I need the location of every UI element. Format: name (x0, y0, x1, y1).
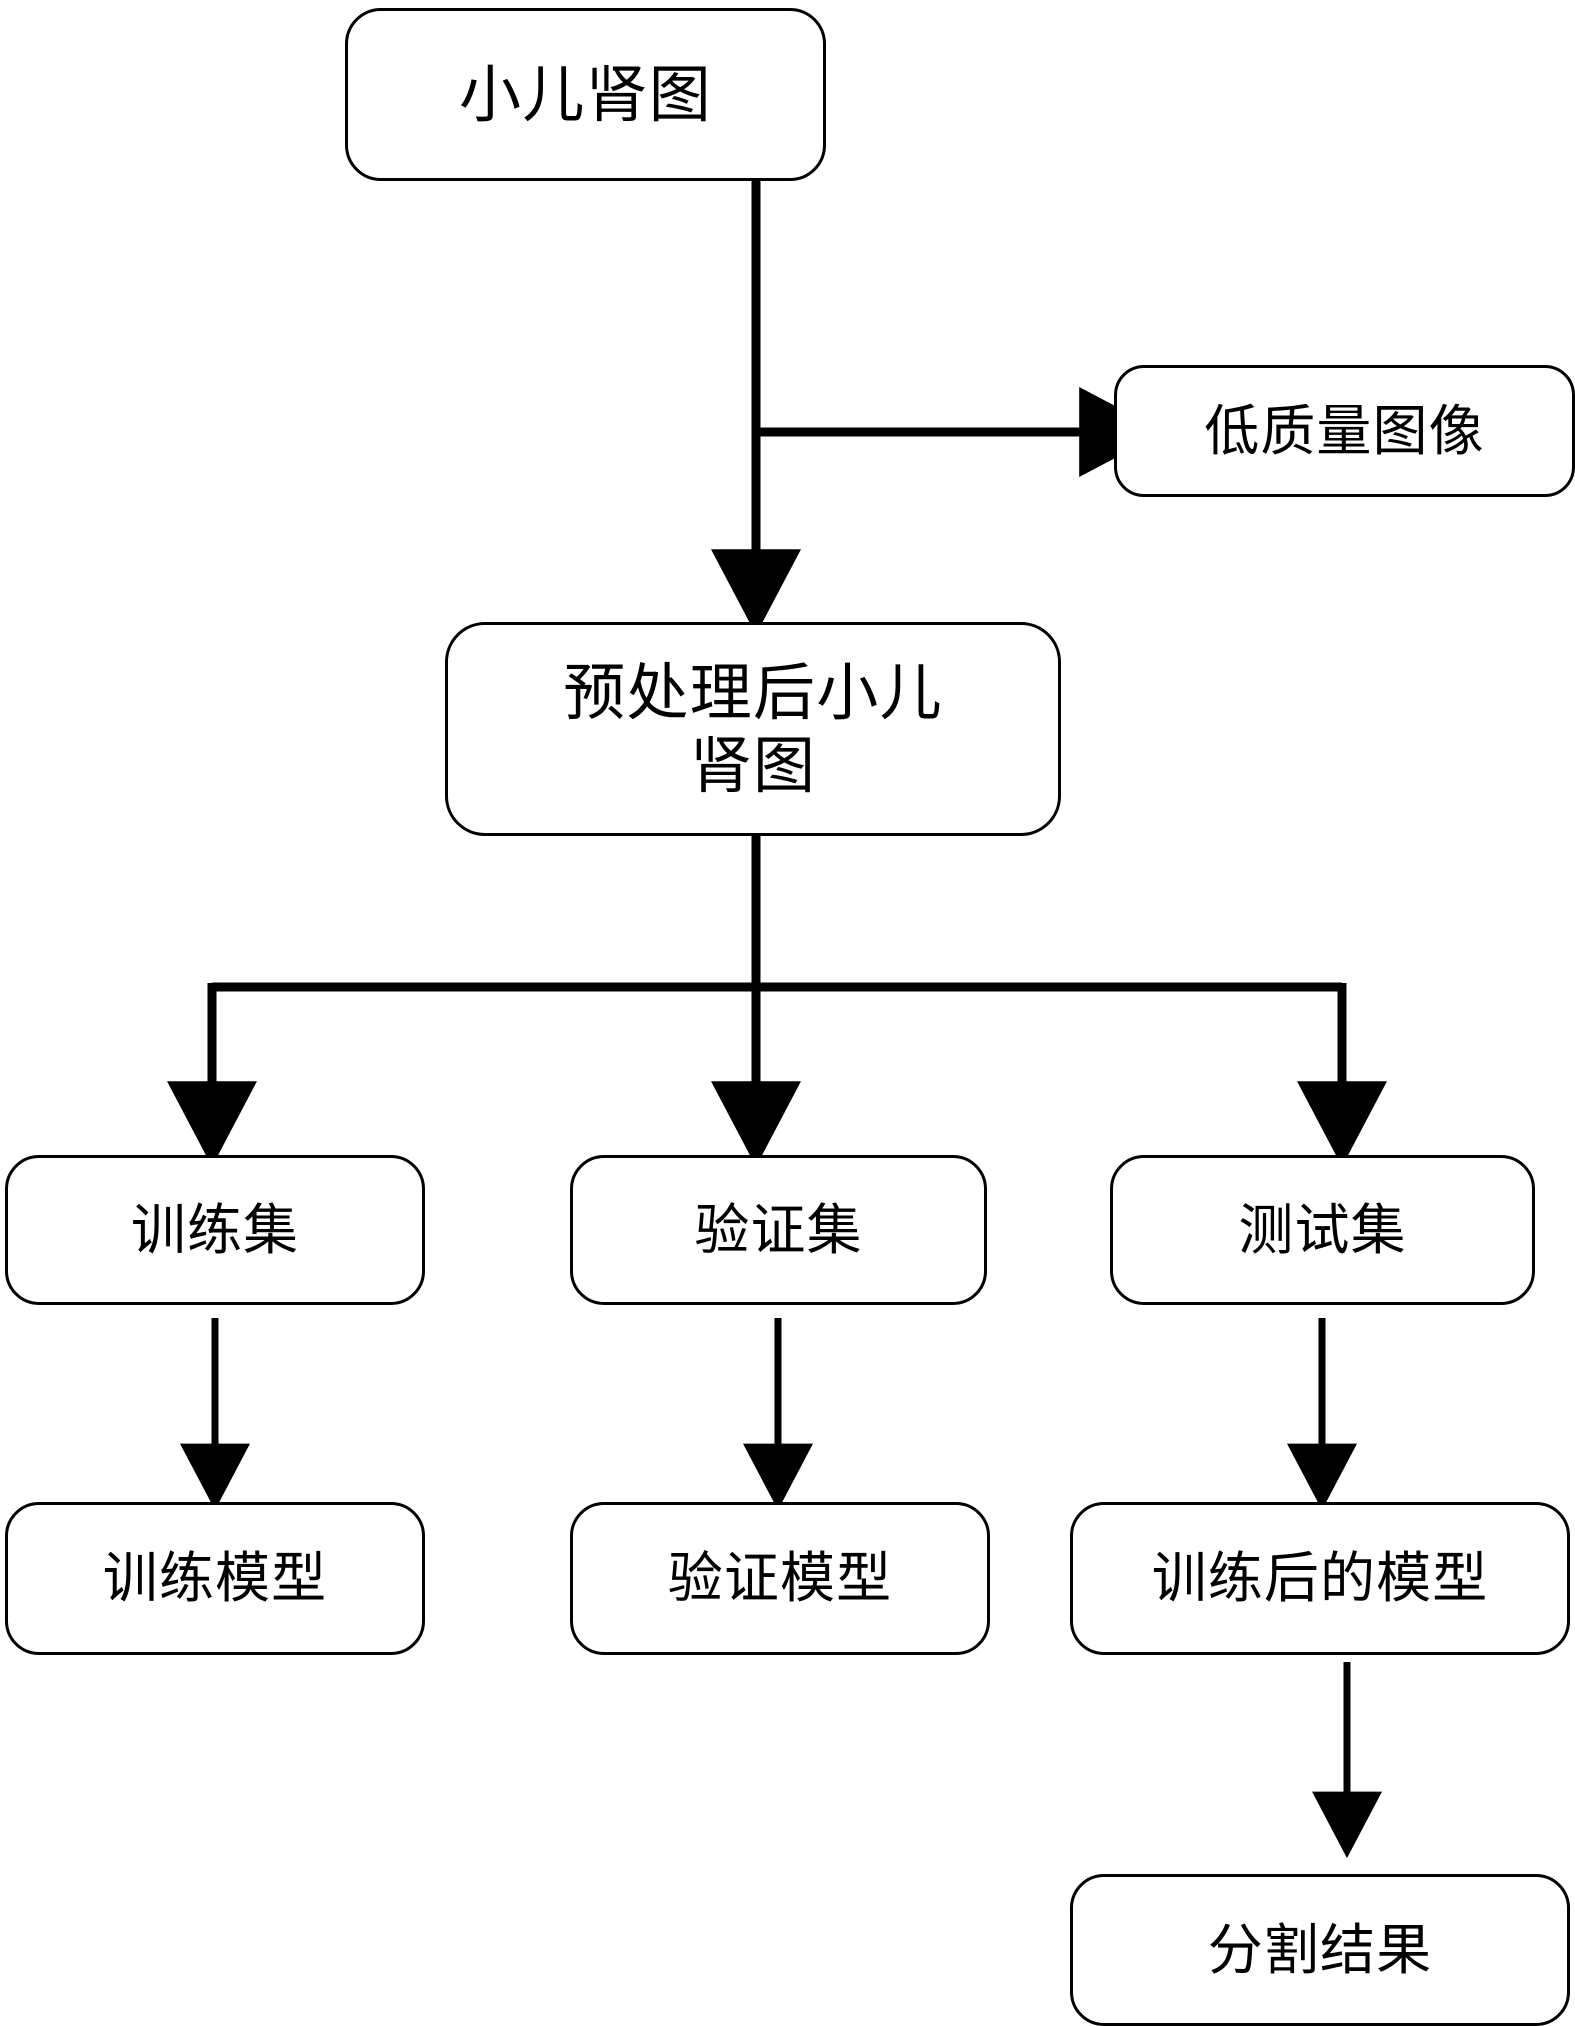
node-train-model[interactable]: 训练模型 (5, 1502, 425, 1655)
node-preprocessed-image[interactable]: 预处理后小儿肾图 (445, 622, 1061, 836)
node-validation-set[interactable]: 验证集 (570, 1155, 987, 1305)
node-label: 验证集 (694, 1197, 863, 1262)
edge-preprocessed-fanout (167, 836, 1387, 1167)
node-label: 测试集 (1238, 1197, 1407, 1262)
node-low-quality-image[interactable]: 低质量图像 (1114, 365, 1575, 497)
node-label: 训练模型 (102, 1546, 328, 1611)
node-trained-model[interactable]: 训练后的模型 (1070, 1502, 1570, 1655)
node-label: 训练后的模型 (1151, 1546, 1489, 1611)
node-validate-model[interactable]: 验证模型 (570, 1502, 990, 1655)
node-label: 训练集 (130, 1197, 300, 1262)
node-train-set[interactable]: 训练集 (5, 1155, 425, 1305)
node-label: 预处理后小儿肾图 (563, 655, 943, 802)
node-label: 验证模型 (667, 1546, 893, 1611)
node-label: 小儿肾图 (459, 57, 712, 131)
node-label: 分割结果 (1207, 1917, 1433, 1982)
node-segmentation-result[interactable]: 分割结果 (1070, 1874, 1570, 2026)
node-test-set[interactable]: 测试集 (1110, 1155, 1535, 1305)
node-label: 低质量图像 (1204, 398, 1485, 463)
node-source-image[interactable]: 小儿肾图 (345, 8, 826, 181)
